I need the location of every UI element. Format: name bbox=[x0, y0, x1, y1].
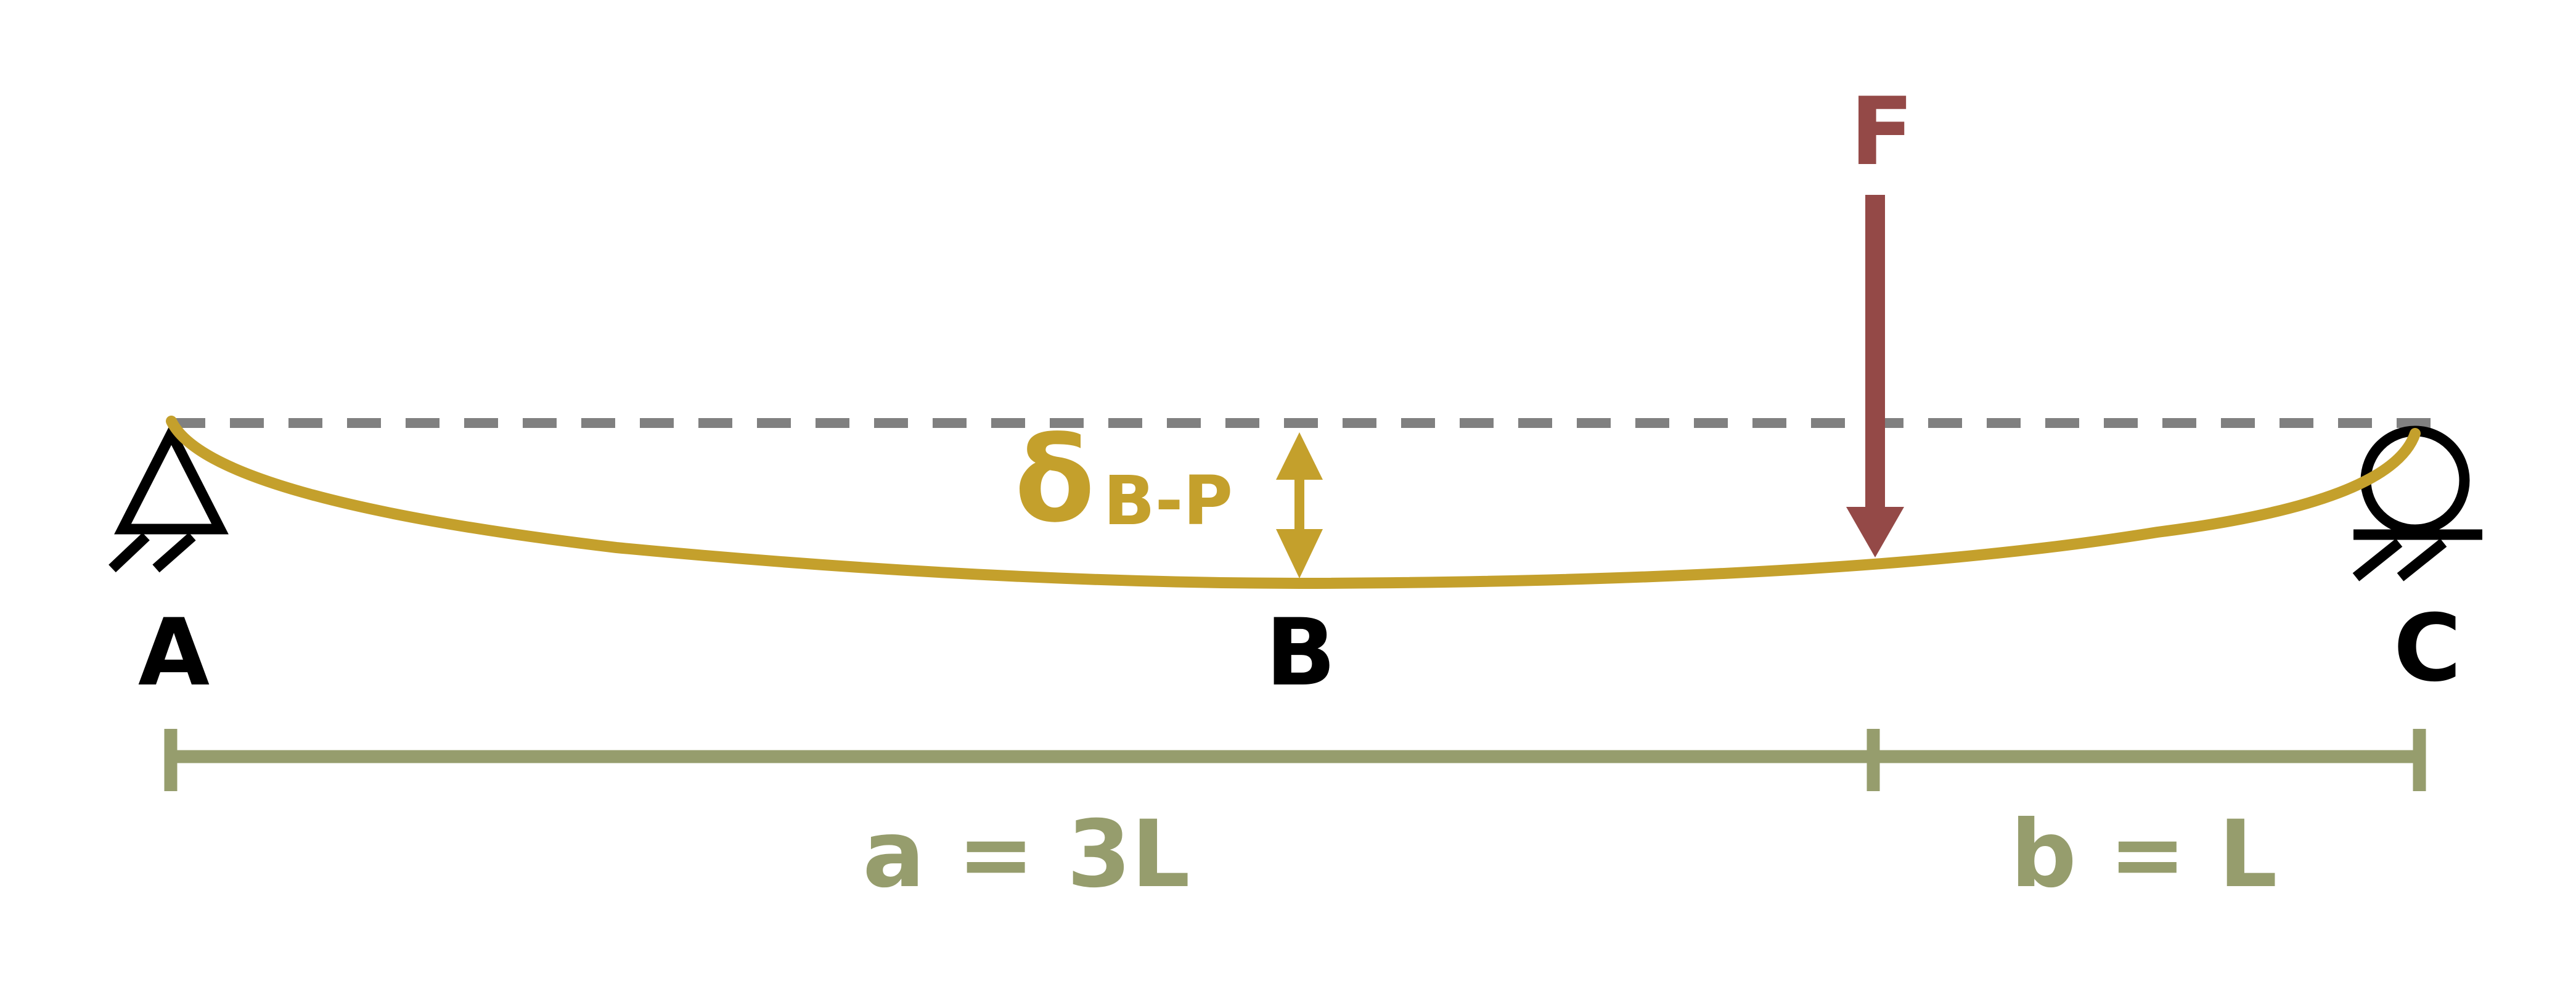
point-label-b: B bbox=[1266, 599, 1336, 707]
point-label-a: A bbox=[138, 599, 210, 707]
force-label: F bbox=[1850, 77, 1914, 186]
force-arrow bbox=[1846, 195, 1904, 557]
pin-support-a bbox=[108, 422, 229, 573]
dimension-label-a: a = 3L bbox=[862, 801, 1190, 908]
roller-support-c bbox=[2352, 425, 2482, 581]
deflection-arrow bbox=[1276, 432, 1323, 578]
dimension-label-b: b = L bbox=[2010, 801, 2277, 908]
deflection-symbol: δ bbox=[1015, 412, 1095, 548]
point-label-c: C bbox=[2394, 595, 2461, 702]
deflection-subscript: B-P bbox=[1103, 461, 1233, 540]
dimension-line bbox=[164, 729, 2426, 791]
deflected-beam-curve bbox=[166, 416, 2421, 590]
deflection-label: δ B-P bbox=[1015, 412, 1233, 548]
